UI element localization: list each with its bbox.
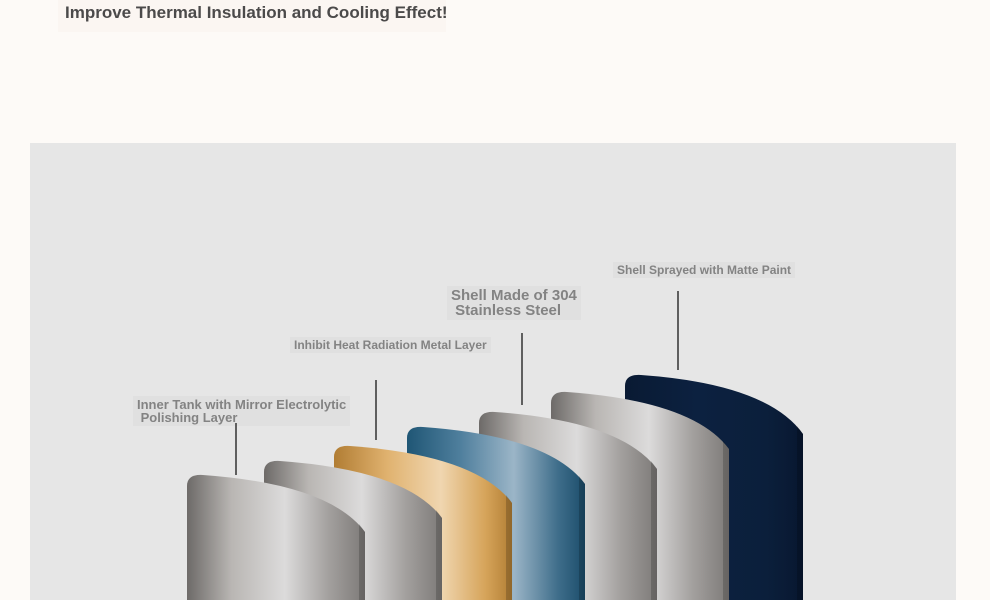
insulation-layer-edge-shadow-5: [651, 461, 657, 600]
label-inner-tank: Inner Tank with Mirror Electrolytic Poli…: [133, 396, 350, 426]
layer-shapes: [187, 374, 803, 600]
insulation-layer-edge-shadow-1: [359, 524, 365, 600]
label-matte-paint-shell: Shell Sprayed with Matte Paint: [613, 262, 795, 278]
leader-line-stainless-shell: [521, 333, 523, 405]
label-stainless-shell: Shell Made of 304 Stainless Steel: [447, 286, 581, 320]
layer-illustration: [187, 374, 803, 600]
headline-banner: Improve Thermal Insulation and Cooling E…: [58, 0, 448, 32]
insulation-layer-1: [187, 474, 365, 600]
insulation-layer-edge-shadow-6: [723, 441, 729, 600]
leader-line-heat-radiation-layer: [375, 380, 377, 440]
insulation-layer-edge-shadow-7: [797, 426, 803, 600]
insulation-layer-edge-shadow-4: [579, 476, 585, 600]
label-heat-radiation-layer: Inhibit Heat Radiation Metal Layer: [290, 337, 491, 353]
insulation-layer-edge-shadow-3: [506, 495, 512, 600]
insulation-layers-panel: Inner Tank with Mirror Electrolytic Poli…: [30, 143, 956, 600]
insulation-layer-edge-shadow-2: [436, 510, 442, 600]
leader-line-inner-tank: [235, 423, 237, 475]
headline-text: Improve Thermal Insulation and Cooling E…: [65, 3, 448, 22]
leader-line-matte-paint-shell: [677, 291, 679, 370]
